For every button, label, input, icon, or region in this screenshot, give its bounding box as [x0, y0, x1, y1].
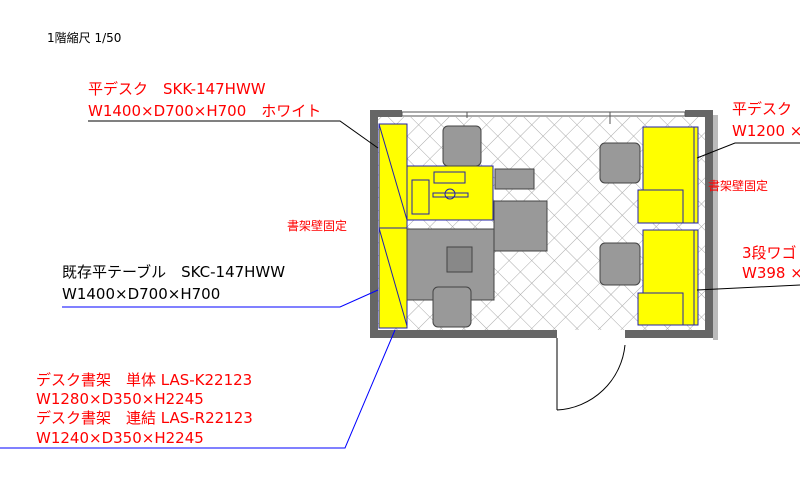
desk-bookshelf-left — [378, 123, 408, 329]
cabinet — [493, 168, 548, 252]
wagon-label-2: W398 × — [742, 264, 800, 282]
scale-label: 1階縮尺 1/50 — [47, 30, 121, 45]
shelf-wall-fixed-left: 書架壁固定 — [287, 218, 347, 233]
flat-desk-new — [406, 165, 494, 221]
leader-line-desk-shelf — [0, 329, 396, 449]
leader-line-flat-desk — [88, 120, 379, 149]
shelf-wall-fixed-right: 書架壁固定 — [708, 178, 768, 193]
right-desk-label-1: 平デスク — [732, 100, 792, 118]
chairs — [432, 125, 641, 328]
leader-line-wagon — [696, 284, 800, 291]
existing-table-label-2: W1400×D700×H700 — [62, 285, 220, 303]
door — [556, 338, 626, 411]
existing-table-label-1: 既存平テーブル SKC-147HWW — [62, 263, 285, 281]
flat-desk-label-1: 平デスク SKK-147HWW — [88, 80, 266, 98]
window — [401, 111, 686, 124]
desk-shelf-label-1: デスク書架 単体 LAS-K22123 — [36, 371, 252, 389]
desk-shelf-label-4: W1240×D350×H2245 — [36, 429, 204, 447]
flat-desk-label-2: W1400×D700×H700 ホワイト — [88, 102, 321, 120]
leader-line-right-desk — [696, 142, 800, 159]
flat-desk-right — [637, 126, 699, 326]
desk-shelf-label-3: デスク書架 連結 LAS-R22123 — [36, 409, 253, 427]
right-desk-label-2: W1200 × — [732, 122, 800, 140]
desk-shelf-label-2: W1280×D350×H2245 — [36, 390, 204, 408]
wagon-label-1: 3段ワゴ — [742, 244, 797, 262]
walls — [370, 110, 713, 338]
leader-line-existing-table — [62, 289, 379, 308]
wall-shadow — [713, 115, 718, 340]
